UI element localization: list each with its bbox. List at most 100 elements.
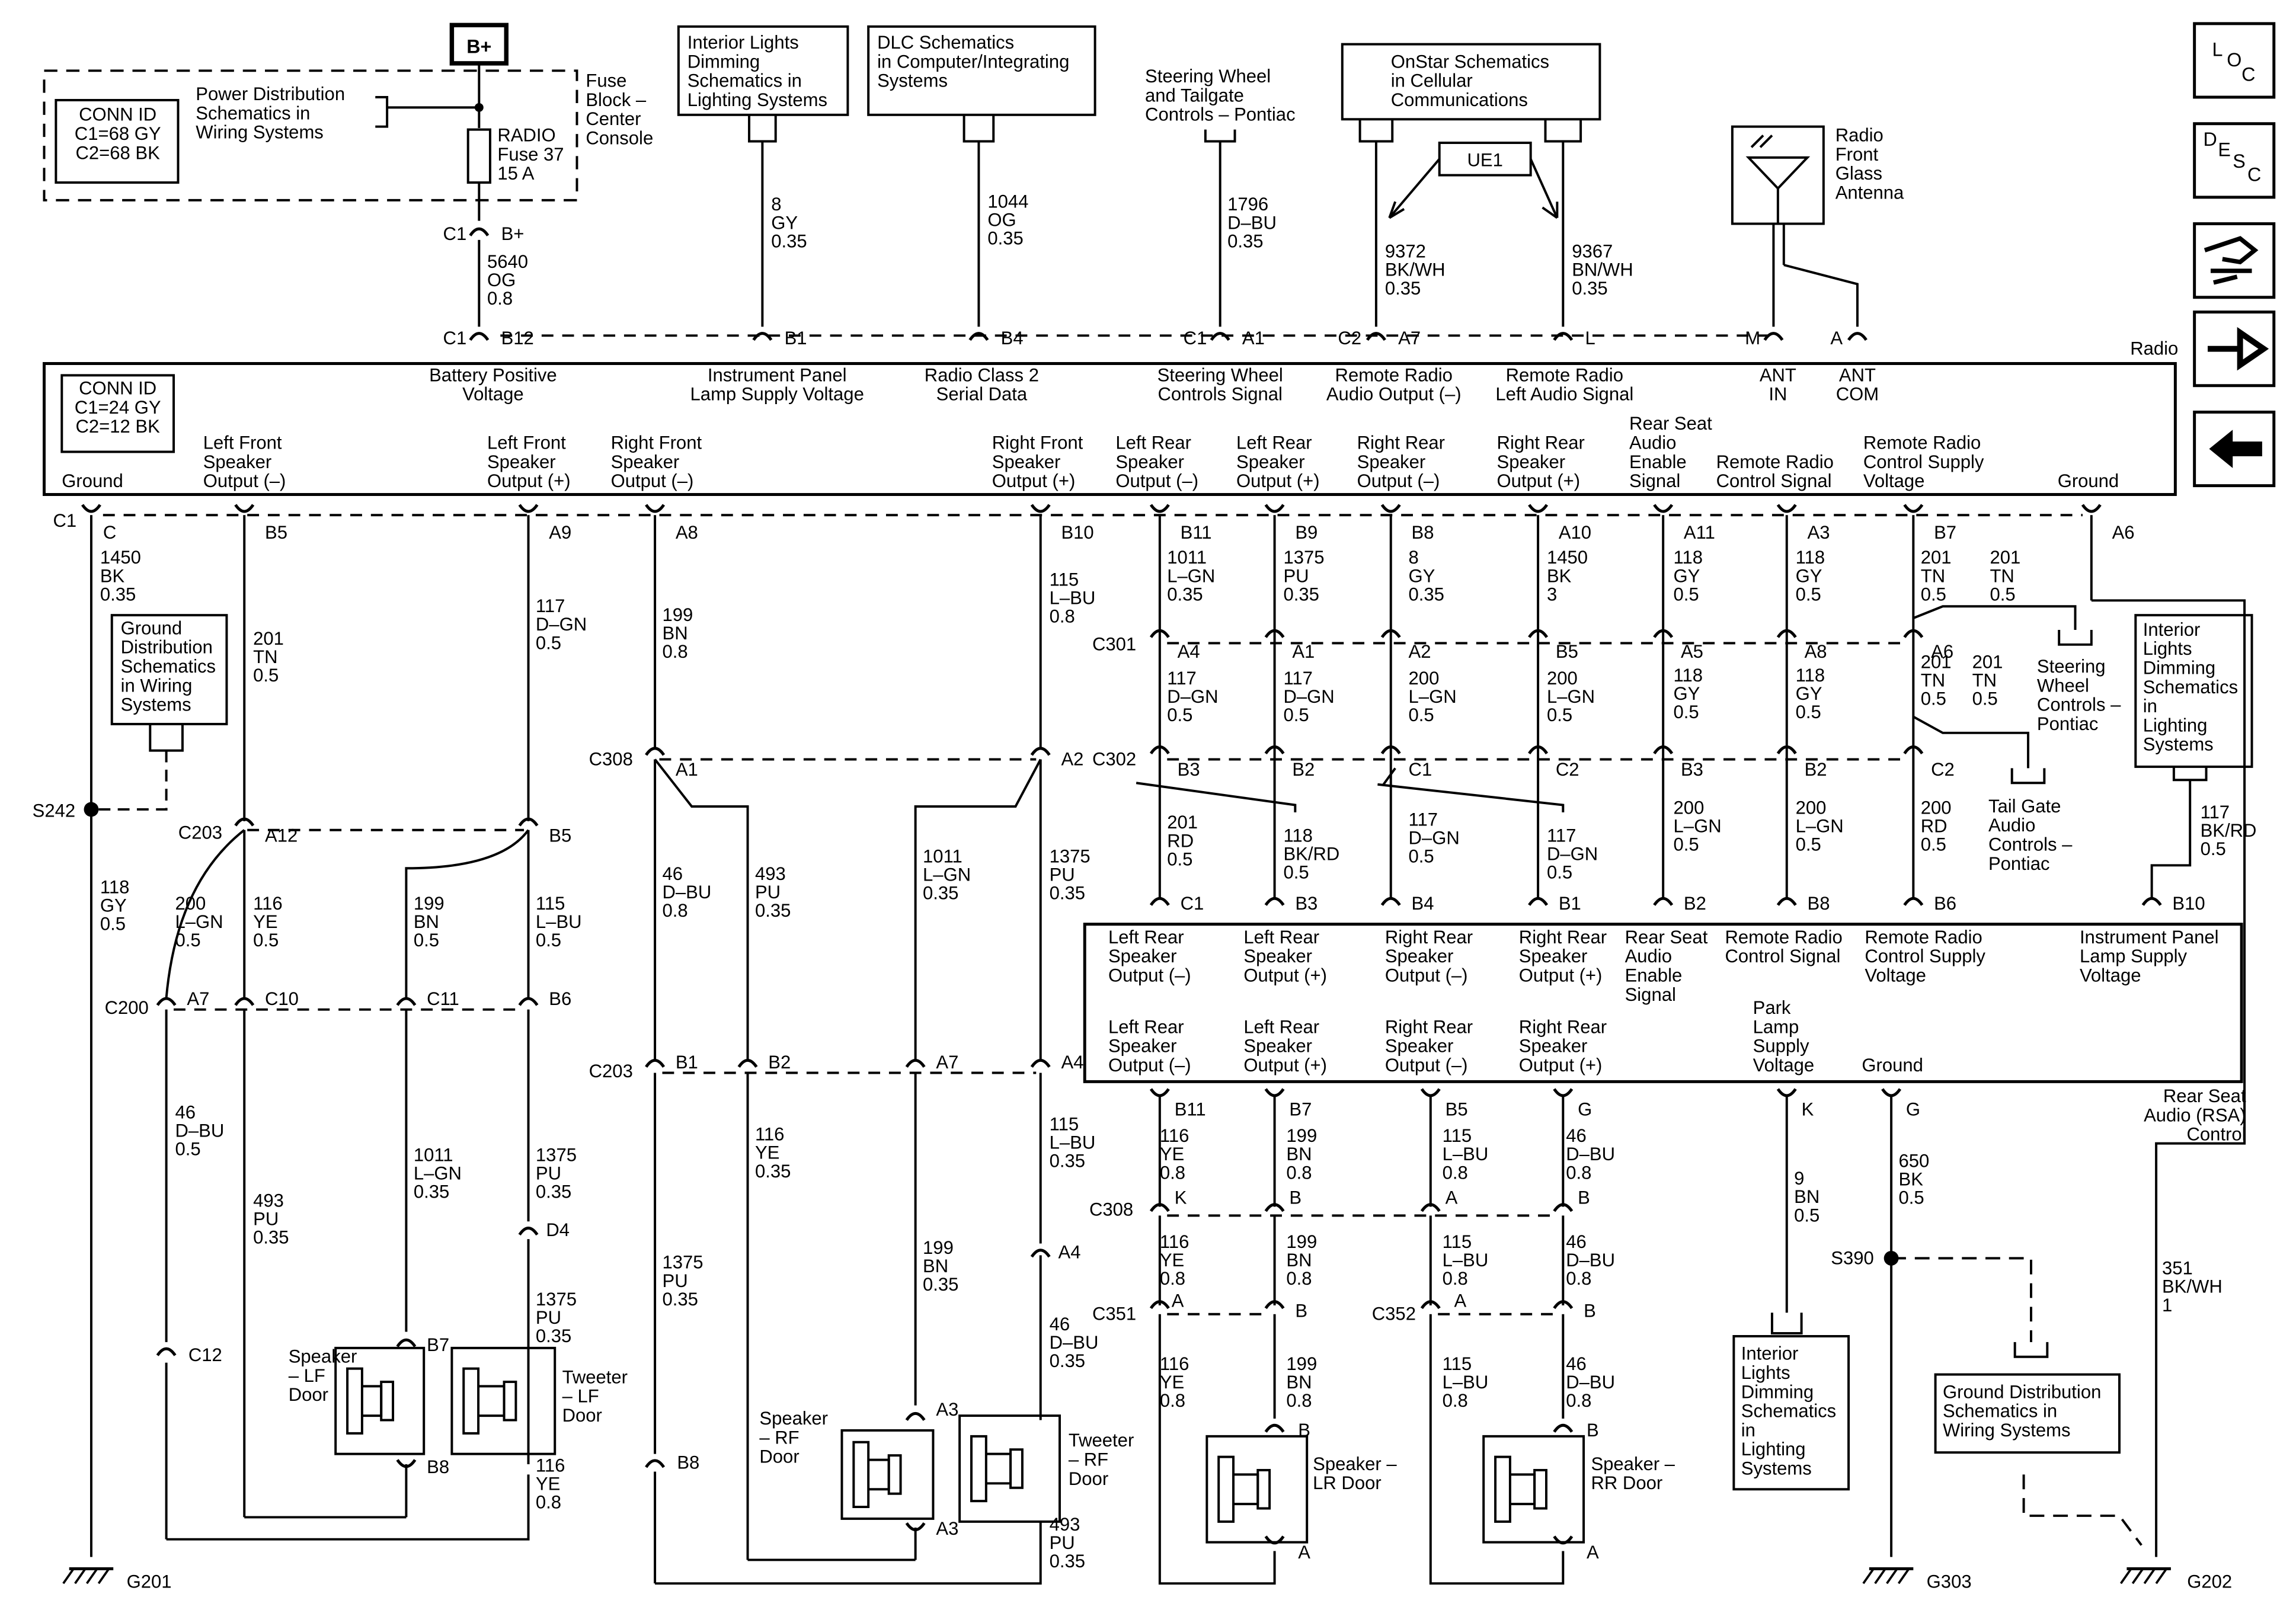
antenna-waves	[1750, 135, 1773, 148]
pin-label: B8	[1412, 522, 1434, 543]
rsa-pin-function: Output (+)	[1243, 965, 1327, 986]
tweeter-rf-door	[958, 1414, 1061, 1523]
wire-spec: YE	[1160, 1144, 1184, 1164]
ground-label: G303	[1927, 1571, 1972, 1592]
ref-text: Lights	[1741, 1362, 1790, 1383]
pin-label: C10	[265, 988, 299, 1009]
wire-spec: RD	[1167, 830, 1194, 851]
wire	[405, 829, 530, 998]
wire-spec: GY	[771, 212, 798, 233]
wire-spec: D–BU	[1227, 212, 1277, 233]
ground-symbol	[85, 1568, 98, 1585]
wire-spec: GY	[100, 895, 127, 916]
pin-label: A8	[1805, 641, 1827, 662]
tweeter-lf-door	[478, 1385, 506, 1417]
connector-terminal	[1776, 504, 1797, 513]
radio-pin-function: Battery Positive	[429, 364, 557, 385]
wire-spec: 1375	[536, 1289, 577, 1310]
wire-spec: 118	[100, 877, 129, 898]
connector-terminal	[1528, 629, 1549, 638]
ref-bracket	[1204, 129, 1236, 143]
speaker-rf-label: Door	[759, 1446, 799, 1467]
wire-spec: 493	[1050, 1514, 1080, 1535]
wire-spec: 0.5	[1794, 1205, 1819, 1225]
wire-spec: 1375	[536, 1144, 577, 1165]
wire-spec: 199	[923, 1237, 954, 1258]
tweeter-rf-label: Tweeter	[1069, 1430, 1134, 1451]
fuse-block-label: Console	[586, 127, 653, 148]
wire-spec: 200	[1921, 797, 1952, 818]
wire-spec: 0.35	[100, 584, 136, 604]
wire-spec: 0.8	[1160, 1390, 1185, 1411]
radio-pin-function: ANT	[1839, 364, 1876, 385]
radio-pin-function: Radio Class 2	[925, 364, 1039, 385]
nav-icon-component-view-icon[interactable]	[2193, 222, 2276, 299]
wire-spec: 46	[1050, 1314, 1070, 1334]
ref-bracket	[149, 724, 184, 752]
wire-spec: PU	[536, 1307, 561, 1328]
ref-box-dlc	[867, 25, 1096, 116]
conn-id-text: C1=24 GY	[75, 397, 161, 418]
connector-terminal	[1380, 745, 1401, 755]
pin-label: B2	[768, 1052, 791, 1073]
connector-terminal	[2141, 897, 2162, 906]
rsa-pin-function: Speaker	[1385, 946, 1454, 966]
connector-label: C308	[589, 748, 633, 769]
wire-spec: 493	[253, 1190, 284, 1211]
pin-label: B10	[2172, 893, 2205, 914]
wire-spec: 117	[1409, 809, 1438, 830]
splice-dot	[84, 802, 99, 817]
connector-terminal	[396, 1338, 417, 1347]
rsa-pin-function: Instrument Panel	[2080, 927, 2219, 948]
nav-icon-previous-page-icon[interactable]	[2193, 410, 2276, 488]
radio-pin-function: Remote Radio	[1716, 452, 1834, 472]
fuse-block-label: Block –	[586, 89, 647, 110]
speaker-lf-door	[334, 1346, 426, 1455]
radio-pin-function: Speaker	[611, 452, 680, 472]
ref-text: Communications	[1391, 89, 1528, 110]
speaker-rr-label: Speaker –	[1591, 1454, 1675, 1474]
radio-pin-function: COM	[1836, 384, 1879, 405]
wire-spec: 46	[1566, 1353, 1587, 1374]
ref-text: Interior	[2143, 619, 2201, 640]
radio-name: Radio	[2130, 338, 2178, 359]
wire-spec: YE	[1160, 1372, 1184, 1393]
wire-spec: 0.5	[1796, 584, 1821, 604]
rsa-pin-function: Control Signal	[1725, 946, 1840, 966]
tweeter-rf-label: Door	[1069, 1468, 1108, 1489]
rsa-pin-function: Left Rear	[1243, 927, 1319, 948]
connector-terminal	[1380, 504, 1401, 513]
wire-spec: 0.8	[1160, 1162, 1185, 1183]
connector-label: C2	[1338, 328, 1361, 348]
rsa-pin-function: Remote Radio	[1725, 927, 1842, 948]
wire-spec: 0.8	[1566, 1390, 1591, 1411]
wire-spec: 0.5	[1674, 702, 1699, 722]
speaker-lr-door	[1205, 1435, 1309, 1544]
wire-spec: D–BU	[663, 882, 712, 902]
radio-pin-function: Right Front	[611, 433, 702, 453]
speaker-rf-label: Speaker	[759, 1408, 828, 1429]
nav-icon-LOC-icon[interactable]	[2193, 22, 2276, 99]
desc-icon-letter: S	[2233, 151, 2246, 172]
nav-icon-next-page-icon[interactable]	[2193, 311, 2276, 388]
rsa-pin-function: Left Rear	[1243, 1016, 1319, 1037]
connector-terminal	[1149, 897, 1170, 906]
connector-terminal	[1881, 1088, 1902, 1097]
antenna-label: Radio	[1835, 125, 1884, 146]
wire-spec: 1375	[1050, 846, 1091, 866]
connector-terminal	[1776, 629, 1797, 638]
nav-icon-DESC-icon[interactable]	[2193, 122, 2276, 199]
wire-spec: 1375	[663, 1252, 703, 1273]
wire-spec: PU	[253, 1208, 279, 1229]
radio-pin-function: Output (–)	[611, 470, 694, 491]
connector-terminal	[1528, 504, 1549, 513]
wire-spec: YE	[1160, 1250, 1184, 1270]
connector-label: C203	[178, 822, 222, 843]
connector-terminal	[469, 332, 490, 341]
wire-spec: 117	[1547, 825, 1576, 846]
connector-terminal	[1763, 332, 1784, 341]
tweeter-lf-label: Tweeter	[562, 1366, 628, 1387]
ue1-arrow	[1388, 158, 1441, 219]
wire	[166, 1474, 530, 1541]
wire-spec: 0.35	[1409, 584, 1444, 604]
